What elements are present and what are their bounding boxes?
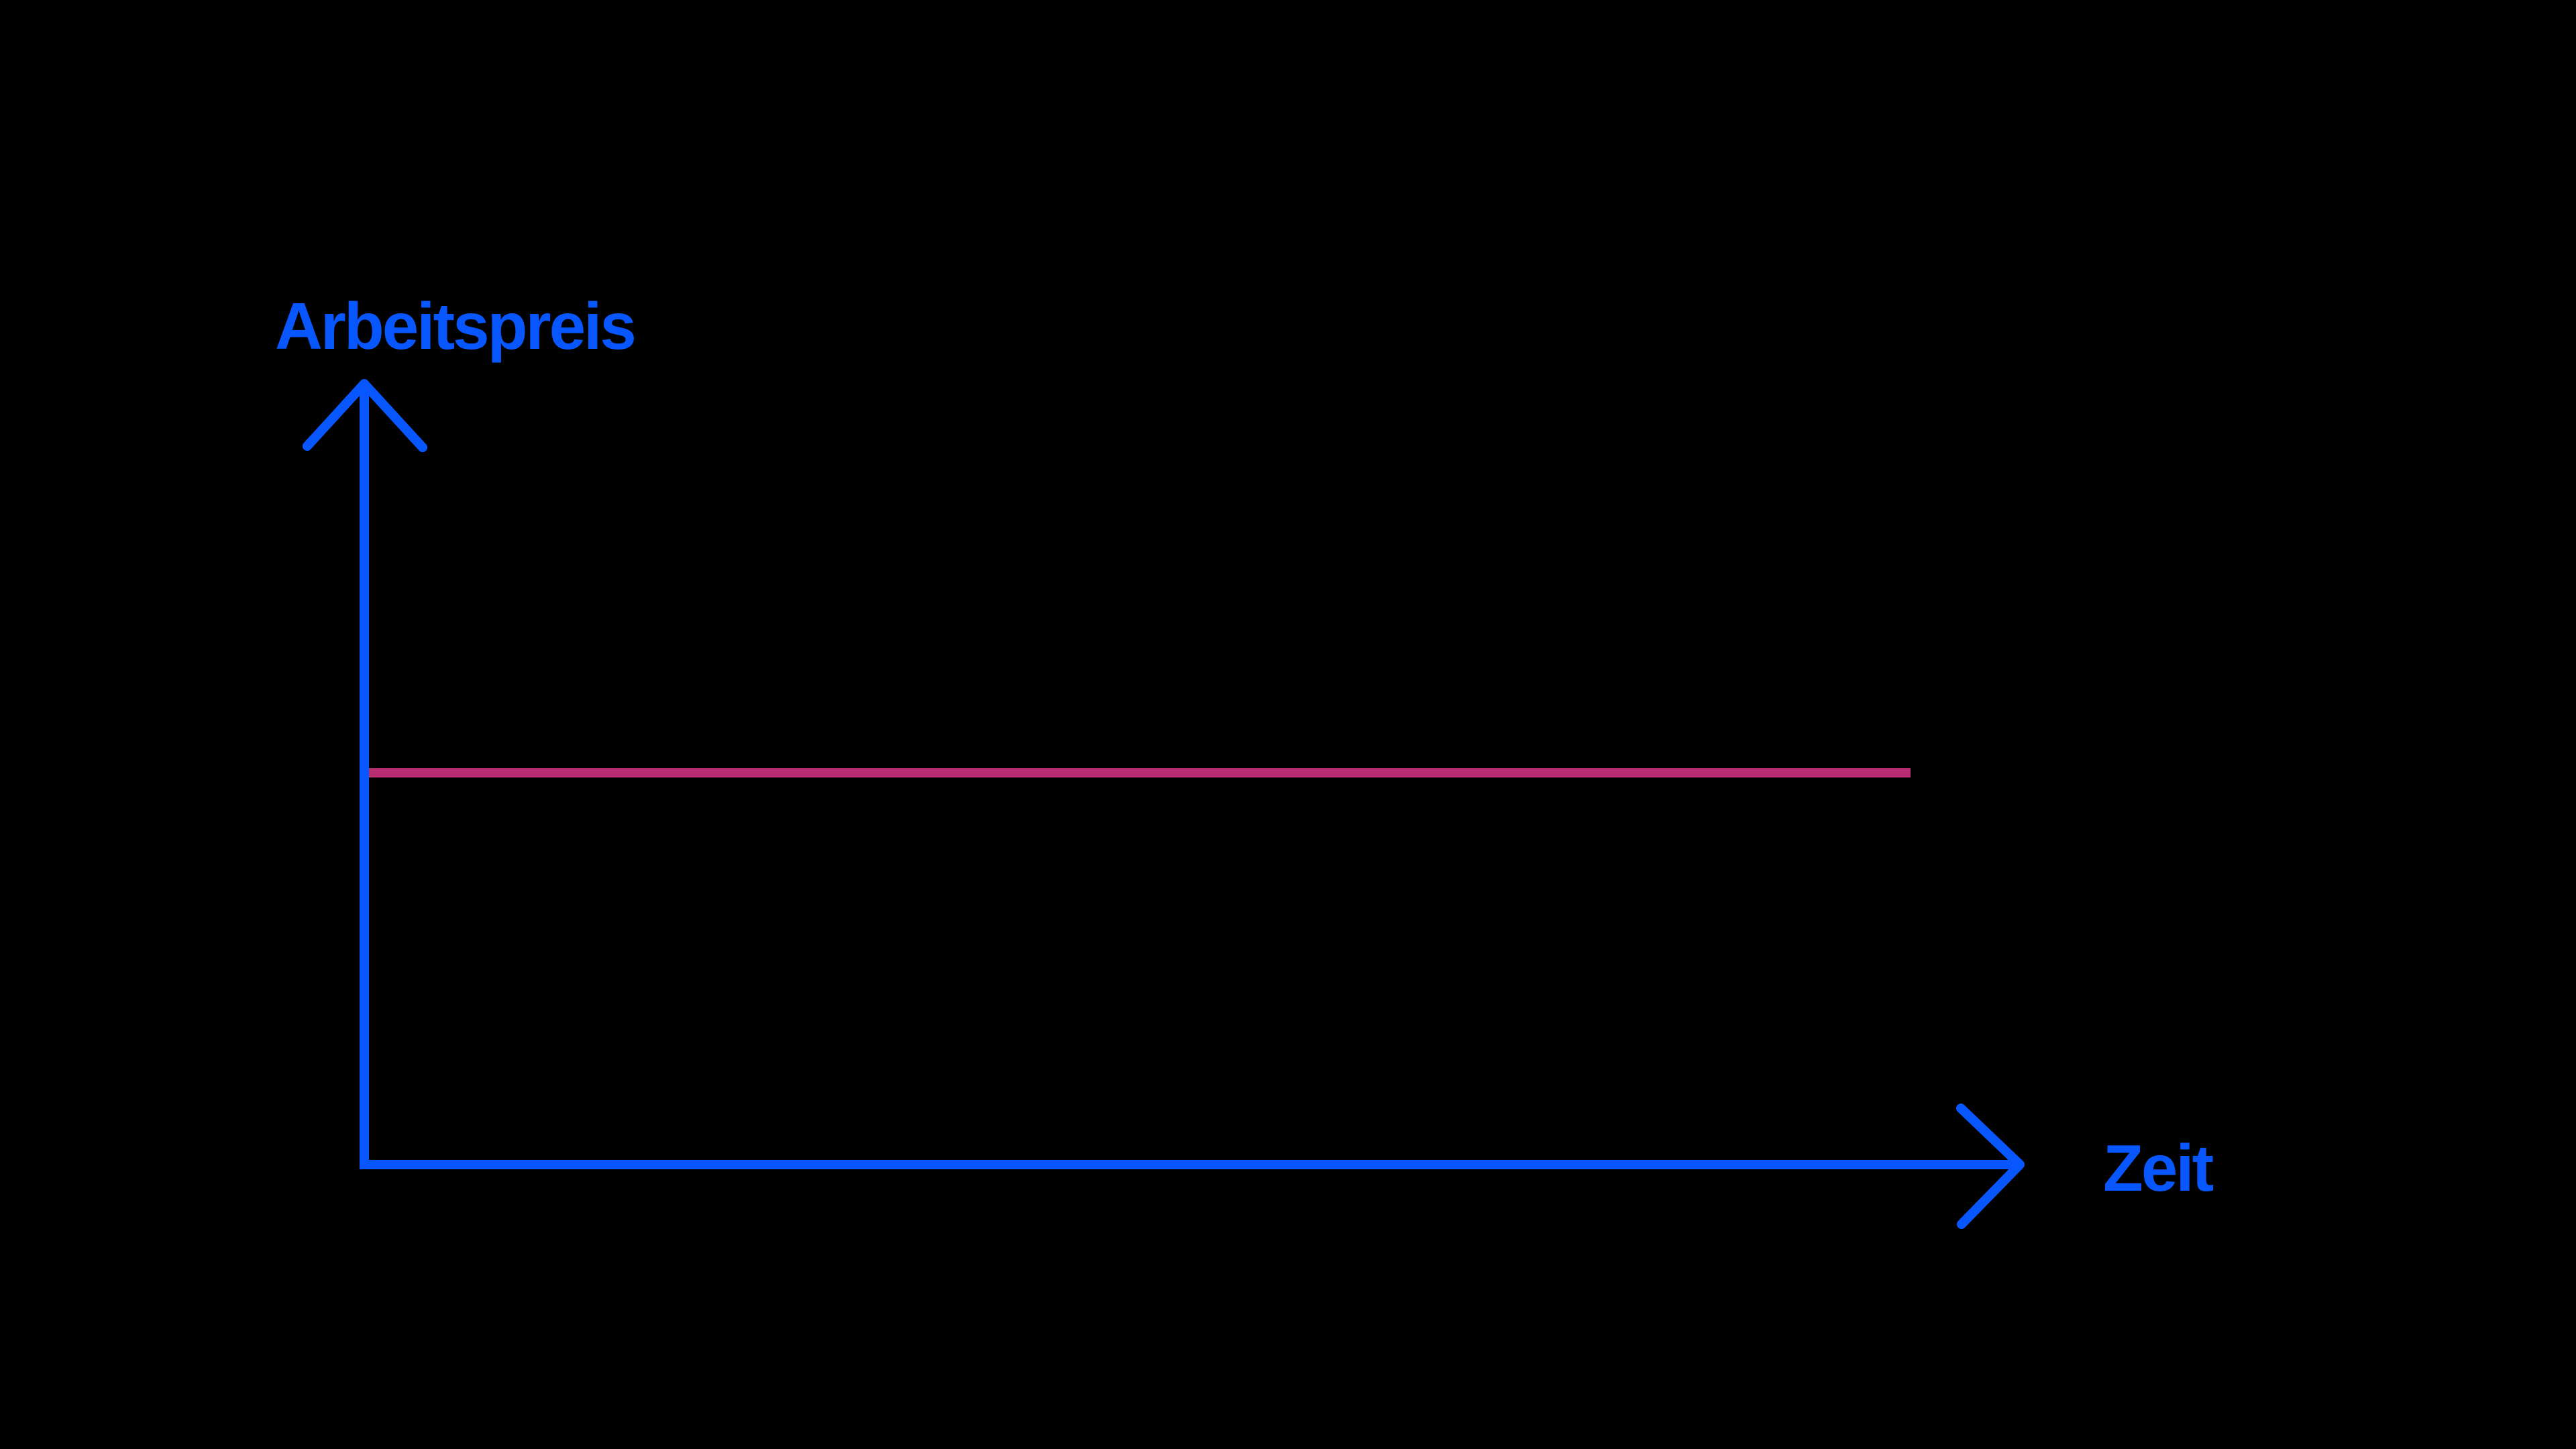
x-axis-arrowhead-icon xyxy=(1956,1104,2025,1229)
y-axis-label: Arbeitspreis xyxy=(275,289,635,363)
x-axis-label: Zeit xyxy=(2103,1131,2214,1205)
y-axis-arrowhead-icon xyxy=(303,379,427,452)
